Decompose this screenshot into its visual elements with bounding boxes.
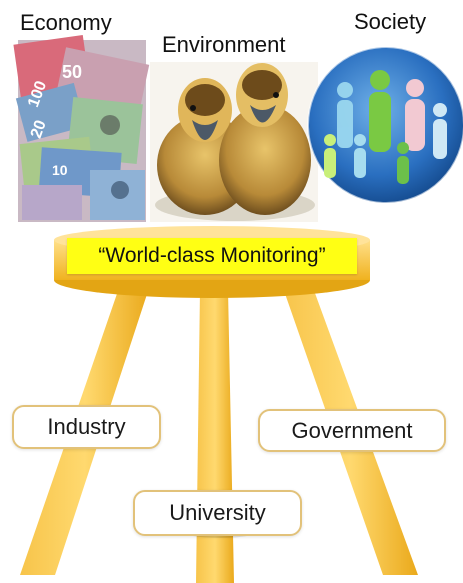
svg-text:20: 20 xyxy=(28,118,50,141)
world-class-monitoring-banner: “World-class Monitoring” xyxy=(67,238,357,274)
stool-leg-center xyxy=(196,290,234,583)
economy-label: Economy xyxy=(20,10,112,35)
society-image xyxy=(307,46,463,204)
svg-text:50: 50 xyxy=(62,62,82,82)
university-label: University xyxy=(133,490,302,536)
economy-image: 100 50 20 10 xyxy=(13,35,150,222)
environment-image xyxy=(150,62,318,222)
svg-text:10: 10 xyxy=(52,162,68,178)
government-label: Government xyxy=(258,409,446,452)
society-label: Society xyxy=(354,9,427,34)
environment-label: Environment xyxy=(162,32,286,57)
industry-label: Industry xyxy=(12,405,161,449)
